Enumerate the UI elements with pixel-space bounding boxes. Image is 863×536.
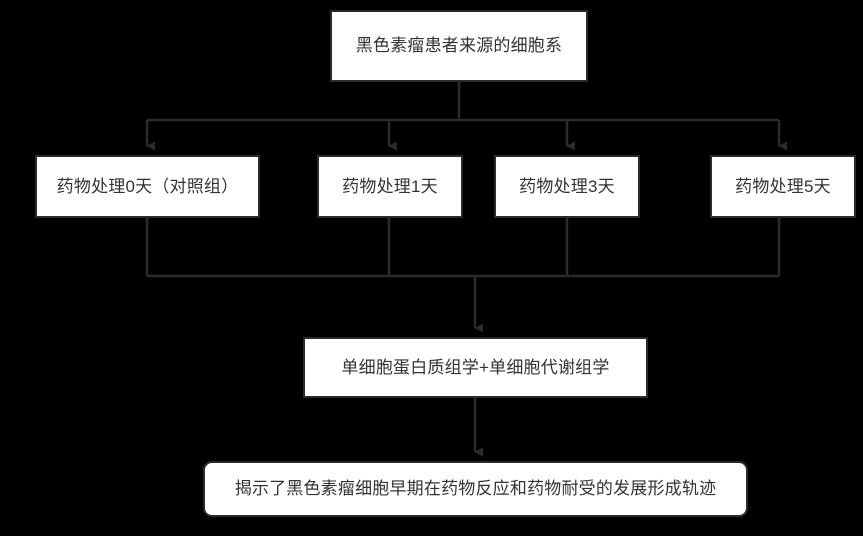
node-treatment-day3-label: 药物处理3天 — [519, 176, 615, 196]
node-treatment-day3: 药物处理3天 — [494, 155, 640, 218]
node-treatment-day0-label: 药物处理0天（对照组） — [56, 176, 239, 196]
node-source-cell-line: 黑色素瘤患者来源的细胞系 — [330, 10, 588, 82]
node-treatment-day0: 药物处理0天（对照组） — [35, 155, 260, 218]
node-omics-method: 单细胞蛋白质组学+单细胞代谢组学 — [303, 337, 648, 398]
node-treatment-day5: 药物处理5天 — [710, 155, 856, 218]
node-treatment-day1: 药物处理1天 — [317, 155, 463, 218]
node-treatment-day5-label: 药物处理5天 — [735, 176, 831, 196]
node-conclusion: 揭示了黑色素瘤细胞早期在药物反应和药物耐受的发展形成轨迹 — [203, 461, 748, 517]
node-source-cell-line-label: 黑色素瘤患者来源的细胞系 — [355, 36, 563, 56]
node-omics-method-label: 单细胞蛋白质组学+单细胞代谢组学 — [341, 357, 610, 377]
node-treatment-day1-label: 药物处理1天 — [342, 176, 438, 196]
node-conclusion-label: 揭示了黑色素瘤细胞早期在药物反应和药物耐受的发展形成轨迹 — [234, 479, 717, 499]
